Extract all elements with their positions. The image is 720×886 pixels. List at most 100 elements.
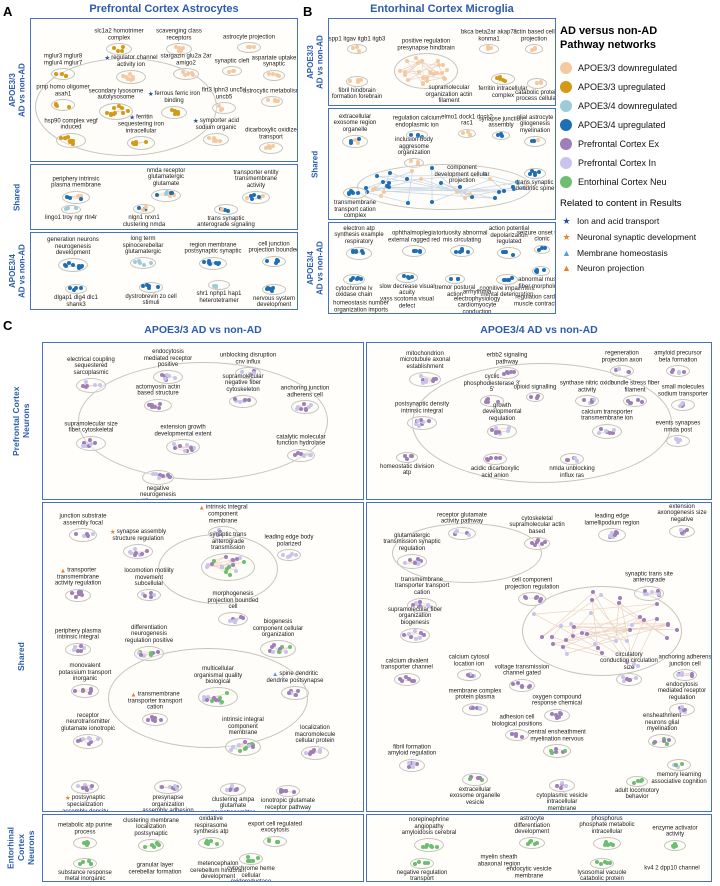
pathway-node: [81, 737, 86, 742]
cluster-label: slow decrease visual acuity: [378, 284, 436, 297]
pathway-node: [238, 615, 243, 620]
panel-b-apoe34-network-box: electron atp synthesis example respirato…: [328, 222, 556, 314]
pathway-node: [608, 842, 613, 847]
panel-c-col2-header: APOE3/4 AD vs non-AD: [480, 324, 598, 336]
panel-c-shared-apoe33-network-box: junction substrate assembly focal★synaps…: [42, 502, 364, 812]
pathway-node: [223, 554, 228, 559]
pathway-node: [275, 72, 280, 77]
cluster-label-text: nervous system development: [252, 295, 295, 309]
pathway-node: [457, 184, 462, 189]
pathway-node: [421, 76, 426, 81]
cluster-label: nmda receptor glutamatergic glutamate: [137, 167, 195, 187]
cluster-label-text: bkca beta2ar akap79 konma1: [460, 29, 518, 43]
pathway-node: [55, 103, 60, 108]
pathway-node: [634, 675, 639, 680]
pathway-node: [602, 843, 607, 848]
cluster-label: vass scotoma visual defect: [378, 296, 436, 309]
cluster-label: elmo1 dock1 dock2 rac1: [438, 114, 496, 127]
legend-color-swatch: [560, 80, 572, 93]
pathway-node: [121, 45, 126, 50]
pathway-node: [76, 739, 81, 744]
pathway-node: [173, 375, 178, 380]
cluster-label-text: junction substrate assembly focal: [59, 513, 107, 527]
legend-title-line2: Pathway networks: [560, 39, 656, 52]
pathway-node: [470, 194, 475, 199]
pathway-node: [535, 396, 540, 401]
pathway-cluster-ellipse: [526, 392, 544, 402]
pathway-node: [165, 472, 170, 477]
pathway-node: [318, 750, 323, 755]
pathway-node: [141, 284, 146, 289]
pathway-node: [621, 678, 626, 683]
pathway-node: [278, 647, 283, 652]
panel-c-pfc-side-label: Prefrontal Cortex Neurons: [10, 386, 31, 456]
pathway-node: [271, 72, 276, 77]
pathway-node: [501, 278, 506, 282]
pathway-node: [251, 370, 256, 375]
pathway-node: [402, 69, 407, 74]
pathway-node: [280, 789, 285, 794]
pathway-node: [201, 259, 206, 264]
cluster-label: electrical coupling sequestered sarcopla…: [62, 356, 120, 376]
cluster-label-text: positive regulation presynapse hindbrain: [397, 38, 455, 52]
pathway-node: [216, 532, 221, 537]
pathway-node: [353, 137, 358, 142]
pathway-node: [62, 136, 67, 141]
pathway-node: [559, 785, 564, 790]
pathway-node: [80, 592, 85, 597]
pathway-node: [214, 698, 219, 703]
cluster-label: metencephalon cerebellum hindbrain devel…: [189, 861, 247, 881]
pathway-node: [275, 258, 280, 263]
cluster-label-text: cell junction projection bounded: [248, 241, 298, 254]
pathway-node: [81, 533, 86, 538]
pathway-node: [502, 79, 507, 84]
pathway-node: [413, 421, 418, 426]
pathway-node: [535, 840, 540, 845]
pathway-node: [219, 564, 224, 569]
pathway-node: [72, 647, 77, 652]
cluster-label-text: regeneration projection axon: [601, 350, 643, 364]
pathway-node: [152, 845, 157, 850]
pathway-node: [76, 590, 81, 595]
pathway-node: [588, 610, 593, 615]
pathway-node: [53, 72, 58, 77]
cluster-label: ophthalmoplegia external ragged red: [385, 231, 443, 244]
pathway-node: [81, 443, 86, 448]
cluster-label-text: tremor postural action: [434, 285, 476, 298]
legend-color-swatch: [560, 99, 572, 112]
cluster-label-text: spp1 itgav itgb1 itgb3: [328, 36, 386, 43]
cluster-label: endocytosis mediated receptor regulation: [653, 681, 711, 701]
pathway-node: [180, 70, 185, 75]
cluster-label-text: seizure onset tonic clonic: [516, 230, 555, 243]
pathway-node: [380, 179, 385, 184]
pathway-node: [89, 740, 94, 745]
pathway-node: [643, 588, 648, 593]
pathway-node: [550, 712, 555, 717]
pathway-node: [230, 69, 235, 74]
pathway-node: [140, 208, 145, 213]
pathway-node: [278, 789, 283, 794]
pathway-node: [191, 446, 196, 451]
pathway-node: [413, 600, 418, 605]
pathway-node: [112, 46, 117, 50]
pathway-node: [495, 399, 500, 404]
pathway-node: [63, 264, 68, 269]
pathway-node: [409, 159, 414, 164]
pathway-node: [417, 599, 422, 604]
cluster-label: transporter entity transmembrane activit…: [227, 169, 285, 189]
pathway-node: [84, 785, 89, 790]
pathway-node: [220, 700, 225, 705]
legend-item: Prefrontal Cortex In: [560, 156, 718, 169]
pathway-node: [133, 260, 138, 265]
cluster-label: mitochondrion microtubule axonal establi…: [396, 350, 454, 370]
pathway-node: [76, 648, 81, 653]
pathway-node: [413, 56, 418, 61]
pathway-node: [413, 636, 418, 641]
pathway-node: [486, 45, 491, 50]
cluster-label: oxidative respirasome synthesis atp: [182, 816, 240, 836]
cluster-label: electron atp synthesis example respirato…: [330, 225, 388, 245]
cluster-label-text: homeostatic division atp: [379, 463, 435, 477]
pathway-node: [528, 839, 533, 843]
